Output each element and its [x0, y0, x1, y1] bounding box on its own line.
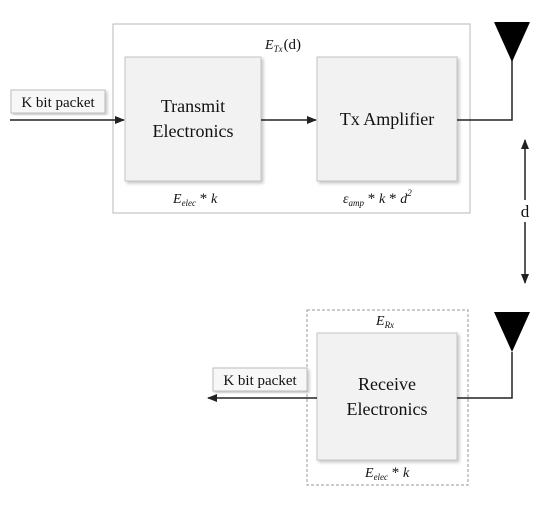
tx-amplifier-label: Tx Amplifier: [340, 109, 434, 129]
receive-electronics-label-line2: Electronics: [347, 399, 428, 419]
transmit-electronics-label-line1: Transmit: [161, 96, 225, 116]
distance-label-bg: [516, 200, 534, 222]
rx-electronics-energy-formula: Eelec * k: [364, 465, 410, 482]
tx-amplifier-box: [316, 56, 458, 182]
tx-amplifier-energy-formula: εamp * k * d2: [343, 188, 412, 208]
rx-output-packet-box: [212, 367, 308, 392]
rx-output-packet-label: K bit packet: [223, 373, 297, 389]
rx-antenna-feed-line: [457, 352, 513, 399]
rx-energy-label: ERx: [375, 314, 394, 330]
tx-antenna-icon: [494, 22, 530, 62]
tx-antenna-feed-line: [457, 60, 513, 121]
tx-input-packet-label: K bit packet: [21, 95, 95, 111]
rx-antenna-icon: [494, 312, 530, 352]
transmit-electronics-box: [124, 56, 262, 182]
receive-electronics-box: [316, 332, 458, 461]
tx-energy-label: ETx(d): [264, 37, 301, 54]
tx-electronics-energy-formula: Eelec * k: [172, 191, 218, 208]
transmit-electronics-label-line2: Electronics: [153, 121, 234, 141]
receive-electronics-label-line1: Receive: [358, 374, 416, 394]
tx-input-packet-box: [10, 89, 106, 114]
distance-label: d: [521, 202, 530, 221]
